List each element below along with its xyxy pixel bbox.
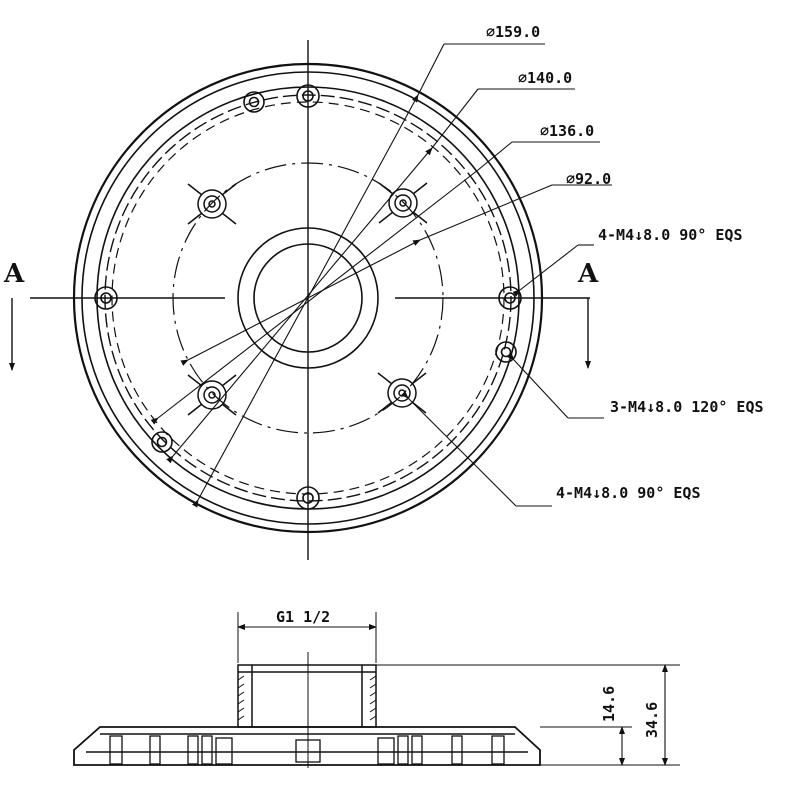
thread-dimension-label: G1 1/2: [276, 608, 330, 626]
hole-callout-top-right: 4-M4↓8.0 90° EQS: [598, 226, 743, 244]
height-total-label: 34.6: [643, 702, 661, 738]
side-view: [73, 612, 680, 768]
plan-view: [9, 40, 612, 560]
thread-hatch: [237, 675, 377, 721]
hole-callout-mid-right: 3-M4↓8.0 120° EQS: [610, 398, 764, 416]
diameter-159-label: ∅159.0: [486, 23, 540, 41]
diameter-92-label: ∅92.0: [566, 170, 611, 188]
section-label-right: A: [577, 259, 599, 289]
hole-callout-bottom: 4-M4↓8.0 90° EQS: [556, 484, 701, 502]
hole-leaders: [400, 244, 604, 507]
section-label-left: A: [3, 259, 25, 289]
height-inner-label: 14.6: [600, 686, 618, 722]
flange-ribs: [109, 735, 505, 765]
diameter-140-label: ∅140.0: [518, 69, 572, 87]
diameter-leaders: [150, 43, 612, 508]
diameter-136-label: ∅136.0: [540, 122, 594, 140]
